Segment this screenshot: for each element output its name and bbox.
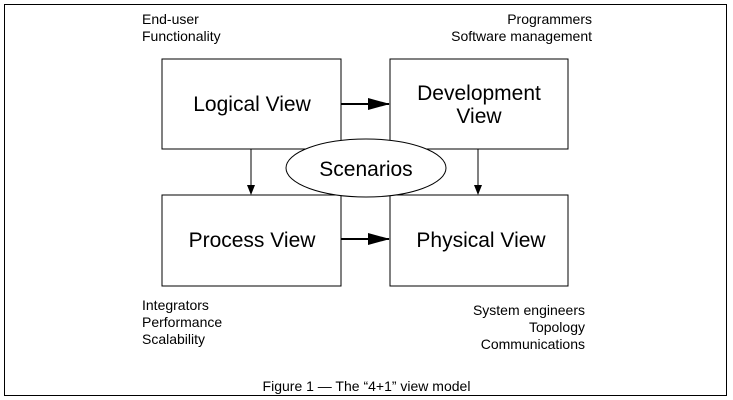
- process-annotation: Integrators Performance Scalability: [142, 297, 222, 348]
- process-annotation-line: Integrators: [142, 297, 209, 313]
- physical-annotation-line: System engineers: [472, 302, 585, 318]
- development-view-box: [389, 58, 569, 150]
- physical-view-box: [389, 194, 569, 287]
- logical-annotation-line: Functionality: [142, 28, 221, 44]
- figure-frame: [4, 4, 727, 396]
- process-annotation-line: Performance: [142, 314, 223, 330]
- logical-annotation-line: End-user: [142, 11, 199, 27]
- development-annotation-line: Software management: [451, 28, 592, 44]
- development-view-label-line2: View: [456, 105, 502, 128]
- logical-view-label: Logical View: [193, 93, 311, 116]
- development-view-label-line1: Development: [417, 82, 541, 105]
- physical-annotation: System engineers Topology Communications: [473, 302, 585, 353]
- figure-caption: Figure 1 — The “4+1” view model: [262, 378, 471, 394]
- logical-annotation: End-user Functionality: [142, 11, 221, 45]
- scenarios-ellipse: [285, 138, 447, 198]
- physical-annotation-line: Topology: [528, 319, 585, 335]
- scenarios-label: Scenarios: [319, 158, 412, 181]
- logical-view-box: [161, 58, 342, 150]
- process-view-label: Process View: [189, 229, 317, 252]
- development-annotation-line: Programmers: [507, 11, 592, 27]
- physical-view-label: Physical View: [416, 229, 546, 252]
- development-annotation: Programmers Software management: [451, 11, 592, 45]
- physical-annotation-line: Communications: [480, 336, 585, 352]
- process-view-box: [161, 194, 342, 287]
- process-annotation-line: Scalability: [142, 331, 206, 347]
